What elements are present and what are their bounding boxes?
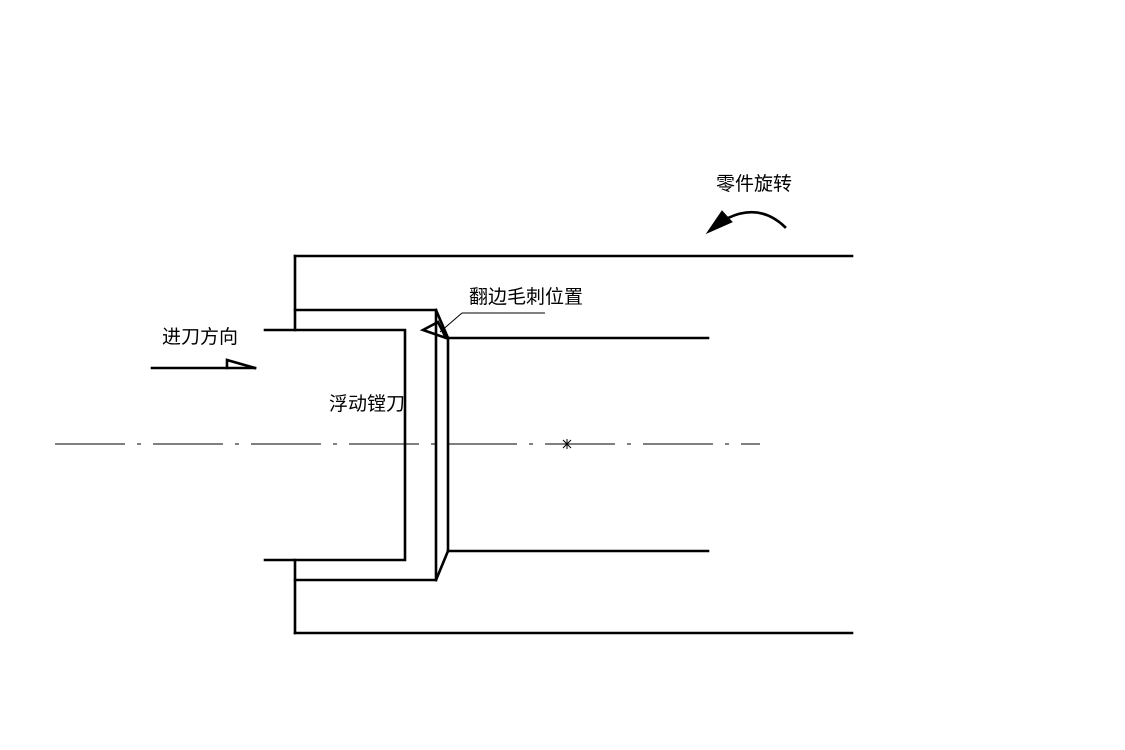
burr-leader-line	[439, 312, 545, 333]
floating-boring-tool-label: 浮动镗刀	[329, 393, 405, 415]
workpiece	[293, 254, 854, 635]
feed-direction-arrow-icon	[150, 358, 257, 370]
center-mark-icon	[562, 439, 572, 449]
floating-boring-tool	[263, 308, 450, 582]
rotation-arrow-icon	[705, 210, 787, 235]
feed-direction-label: 进刀方向	[162, 326, 238, 348]
workpiece-rotation-label: 零件旋转	[716, 173, 792, 195]
burr-location-label: 翻边毛刺位置	[469, 286, 583, 308]
center-line	[55, 439, 760, 449]
